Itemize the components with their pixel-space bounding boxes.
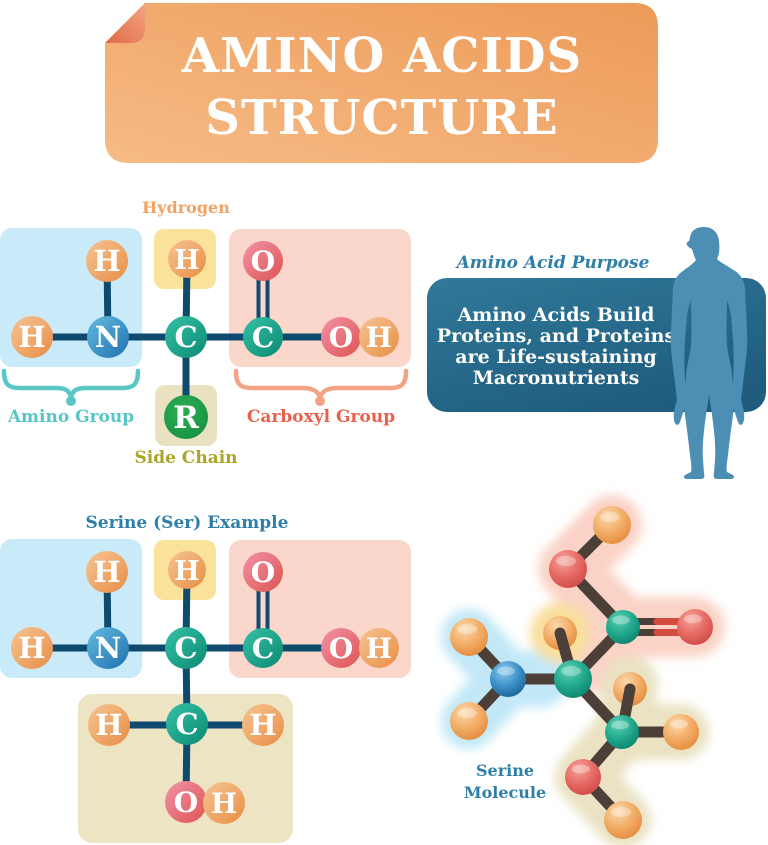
atom-carbon-alpha [165,316,207,358]
atom-letter: H [18,320,45,354]
atom-letter: N [95,631,122,665]
atom-letter: H [174,245,200,276]
atom-hydrogen [86,551,128,593]
atom-r-side-chain [164,395,208,439]
atom-letter: H [174,556,200,587]
serine-molecule-label-line2: Molecule [464,783,546,802]
atom-hydrogen [168,551,206,589]
ball-oxygen [677,609,713,645]
carboxyl-group-label: Carboxyl Group [247,407,395,427]
atom-letter: O [251,245,275,278]
ball-hydrogen [593,506,631,544]
ball-hydrogen [604,801,642,839]
page-title-line1: AMINO ACIDS [181,28,582,84]
atom-oxygen [321,317,361,357]
atom-hydrogen [11,627,53,669]
ball-carbon [554,660,592,698]
atoms: H H N H C O C O H H C H O H [11,551,399,824]
atom-nitrogen [87,627,129,669]
purpose-text-line: Proteins, and Proteins [437,325,675,347]
molecule-balls [450,506,713,839]
atom-letter: C [175,707,198,741]
atom-oxygen [243,241,283,281]
side-chain-label: Side Chain [134,448,237,468]
atom-carbon-alpha [165,627,207,669]
atom-carbon-carboxyl [243,317,283,357]
serine-example-label: Serine (Ser) Example [86,513,289,533]
page-title-line2: STRUCTURE [205,90,558,146]
atom-hydrogen [11,316,53,358]
atom-letter: O [329,632,353,665]
atom-letter: R [173,400,199,436]
atom-letter: H [366,632,392,665]
atom-letter: O [329,321,353,354]
atom-letter: H [211,787,237,820]
atom-carbon-carboxyl [243,628,283,668]
amino-group-label: Amino Group [7,407,134,427]
atom-letter: C [252,321,274,354]
atom-carbon-side [166,703,208,745]
atom-letter: H [93,244,120,278]
ball-hydrogen [663,714,699,750]
ball-carbon [606,610,640,644]
ball-hydrogen [450,618,488,656]
banner-corner-fold [105,3,145,43]
ball-hydrogen [450,702,488,740]
atom-letter: H [93,555,120,589]
atom-oxygen [243,552,283,592]
amino-group-brace [1,368,141,406]
atom-oxygen [165,781,207,823]
atom-letter: H [18,631,45,665]
atom-hydrogen [86,240,128,282]
amino-acid-purpose-panel: Amino Acid Purpose Amino Acids Build Pro… [427,227,766,479]
purpose-text-line: are Life-sustaining [455,346,656,368]
ball-highlights [457,512,702,817]
purpose-text-line: Macronutrients [473,367,640,389]
atoms: H H N H C O C O H R [11,240,399,439]
atom-nitrogen [87,316,129,358]
atom-hydrogen [168,240,206,278]
atom-letter: C [252,632,274,665]
atom-letter: H [366,321,392,354]
banner-background [105,3,658,163]
atom-letter: C [174,631,197,665]
ball-carbon [605,715,639,749]
ball-oxygen [565,759,601,795]
atom-letter: H [249,708,276,742]
atom-letter: O [174,786,198,819]
atom-letter: N [95,320,122,354]
atom-hydrogen [359,628,399,668]
title-banner: AMINO ACIDS STRUCTURE [105,3,658,163]
serine-molecule-label-line1: Serine [476,761,534,780]
generic-amino-acid-structure: Hydrogen H [0,198,411,468]
atom-letter: C [174,320,197,354]
atom-oxygen [321,628,361,668]
serine-example-structure: Serine (Ser) Example [0,513,411,843]
atom-hydrogen [242,704,284,746]
serine-3d-molecule: Serine Molecule [441,495,725,845]
atom-letter: O [251,556,275,589]
atom-hydrogen [359,317,399,357]
double-bond [256,275,270,323]
ball-oxygen [549,550,587,588]
double-bond [256,586,270,634]
atom-letter: H [95,708,122,742]
ball-nitrogen [490,661,526,697]
human-silhouette [670,227,748,479]
carboxyl-group-brace [233,368,409,406]
purpose-title: Amino Acid Purpose [455,253,650,273]
atom-hydrogen [203,782,245,824]
atom-hydrogen [88,704,130,746]
purpose-text-line: Amino Acids Build [457,304,655,326]
hydrogen-label: Hydrogen [142,198,230,217]
